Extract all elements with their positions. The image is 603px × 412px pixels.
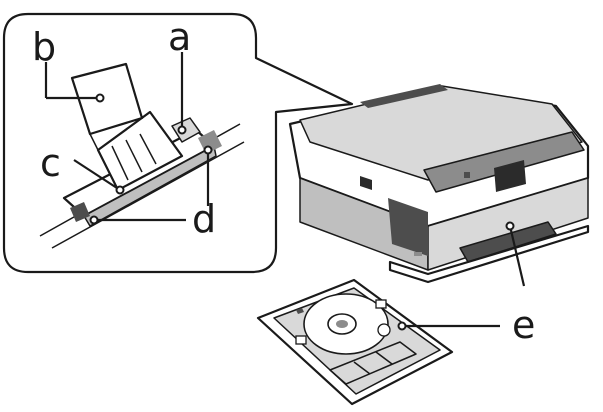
cd-dvd-tray <box>256 278 454 406</box>
label-a: a <box>168 15 191 59</box>
label-b: b <box>32 25 56 69</box>
output-tray <box>460 222 556 262</box>
lcd-screen <box>494 160 526 192</box>
label-d: d <box>192 197 216 241</box>
printer <box>288 84 590 284</box>
label-e: e <box>512 303 535 347</box>
label-c: c <box>40 141 61 185</box>
zoom-callout: b a c d <box>2 12 354 274</box>
